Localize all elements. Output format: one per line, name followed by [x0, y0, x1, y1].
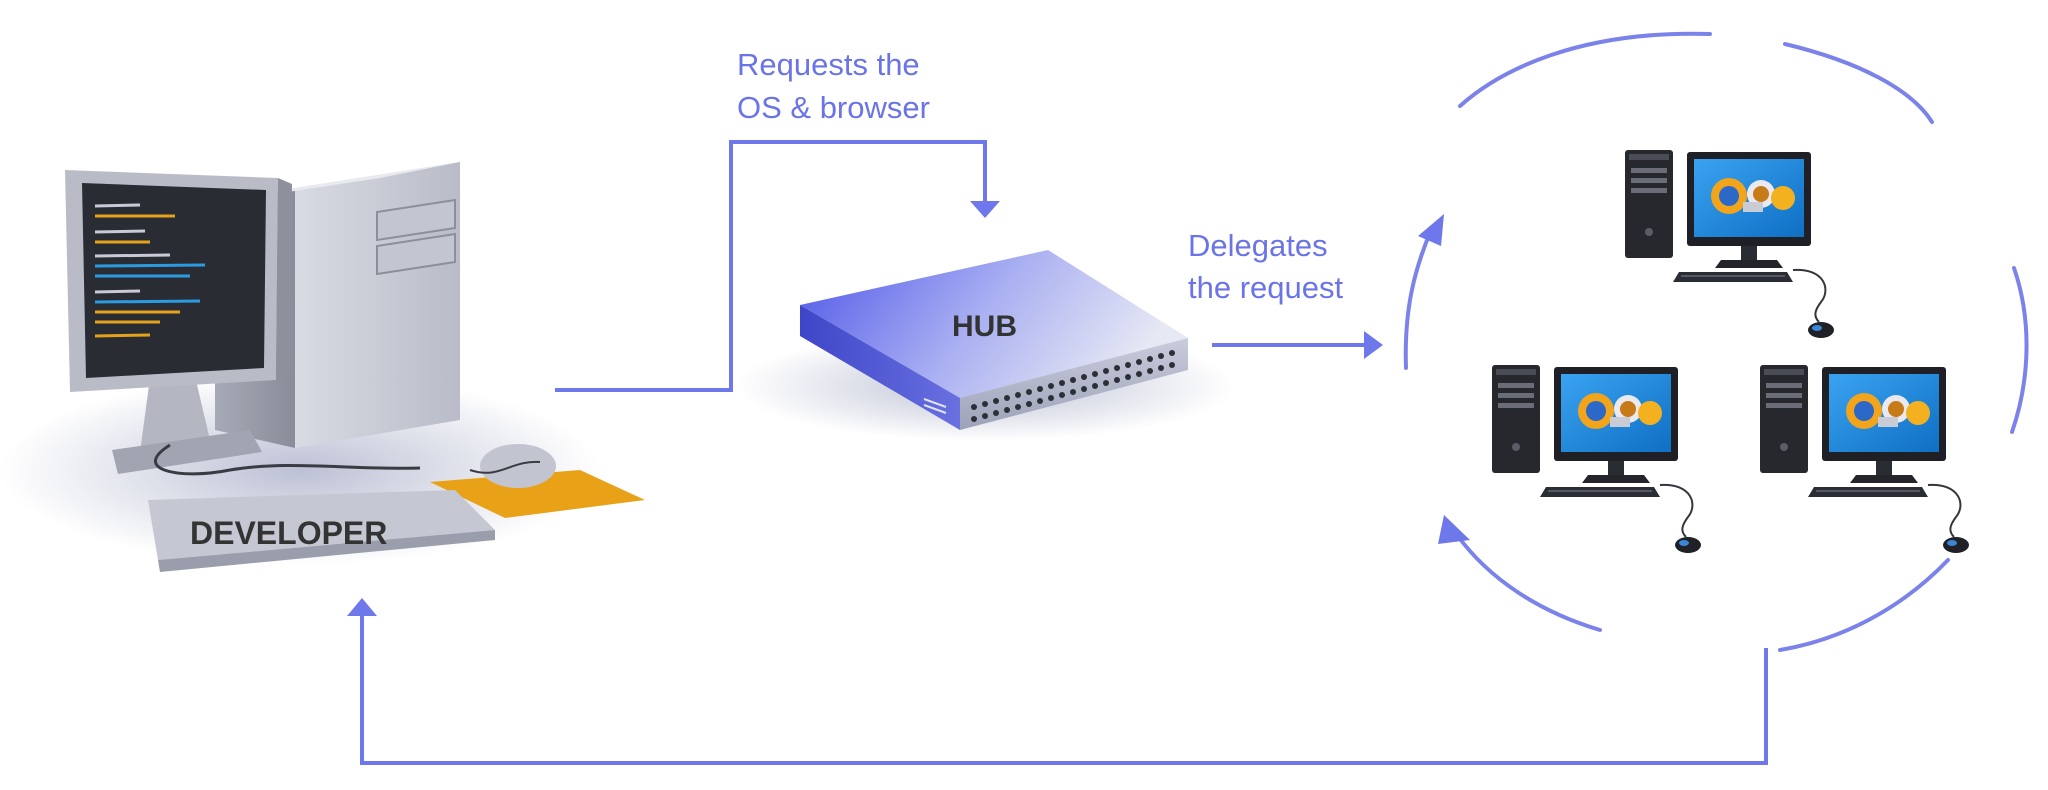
request-flow-line: [555, 140, 987, 392]
developer-computer-icon: [0, 162, 645, 572]
requests-label-line2: OS & browser: [737, 90, 930, 125]
return-arrowhead: [347, 598, 377, 616]
delegates-label-line1: Delegates: [1188, 228, 1328, 263]
node-computer-icon-top: [1624, 149, 1835, 339]
developer-label: DEVELOPER: [190, 515, 387, 551]
delegate-arrowhead: [1364, 331, 1383, 359]
ring-arrowhead-bottom: [1438, 515, 1470, 544]
requests-label-line1: Requests the: [737, 47, 920, 82]
node-computer-icon-left: [1491, 364, 1702, 554]
ring-arrowhead-top: [1418, 214, 1444, 246]
node-ring: [1403, 31, 2029, 652]
network-hub-icon: [735, 250, 1235, 441]
request-arrowhead: [970, 201, 1000, 218]
delegates-label-line2: the request: [1188, 270, 1343, 305]
hub-label: HUB: [952, 310, 1017, 343]
node-computer-icon-right: [1759, 364, 1970, 554]
return-flow-line: [360, 614, 1768, 765]
